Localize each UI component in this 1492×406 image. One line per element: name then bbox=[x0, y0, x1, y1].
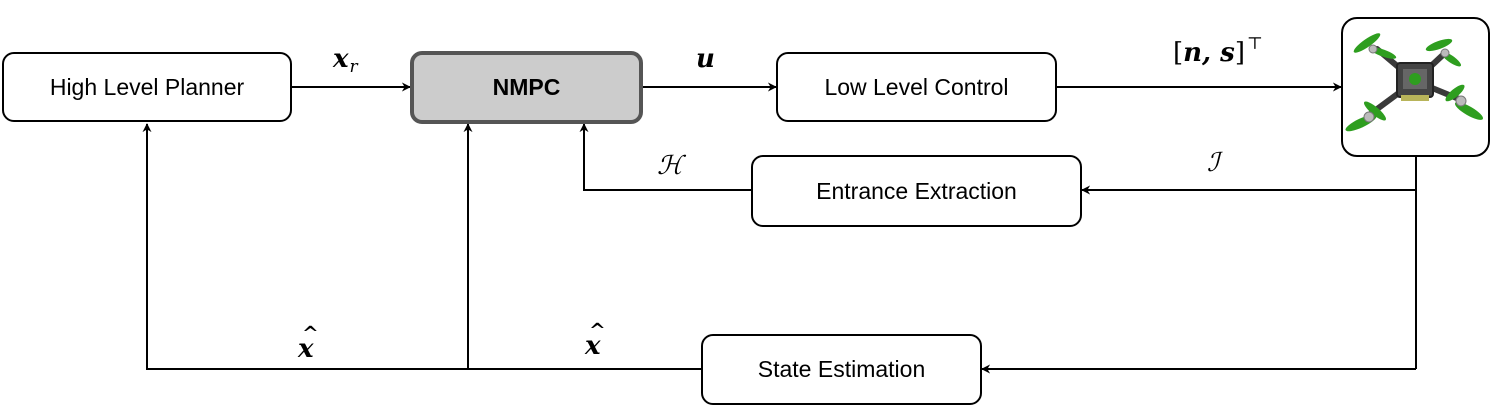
signal-label-u: u bbox=[696, 44, 715, 74]
signal-label-xhat-left: ^x bbox=[298, 321, 319, 364]
low-level-control-label: Low Level Control bbox=[824, 73, 1009, 100]
drone-block bbox=[1341, 17, 1490, 157]
quadrotor-icon bbox=[1345, 33, 1484, 132]
state-estimation-label: State Estimation bbox=[757, 356, 926, 382]
low-level-control-block: Low Level Control bbox=[776, 52, 1057, 122]
entrance-extraction-label: Entrance Extraction bbox=[816, 177, 1017, 204]
nmpc-label: NMPC bbox=[492, 74, 561, 100]
high-level-planner-label: High Level Planner bbox=[49, 73, 245, 100]
state-estimation-block: State Estimation bbox=[701, 334, 982, 405]
high-level-planner-block: High Level Planner bbox=[2, 52, 292, 122]
signal-label-I: ℐ bbox=[1207, 148, 1220, 178]
arrow-entrance-to-nmpc bbox=[579, 123, 752, 191]
nmpc-block: NMPC bbox=[410, 51, 643, 124]
wire-state-bus bbox=[142, 123, 702, 370]
signal-label-ns: [n, s]⊤ bbox=[1173, 34, 1263, 68]
entrance-extraction-block: Entrance Extraction bbox=[751, 155, 1082, 227]
signal-label-xr: xr bbox=[333, 44, 358, 77]
signal-label-H: ℋ bbox=[657, 151, 683, 181]
signal-label-xhat-right: ^x bbox=[585, 318, 606, 361]
